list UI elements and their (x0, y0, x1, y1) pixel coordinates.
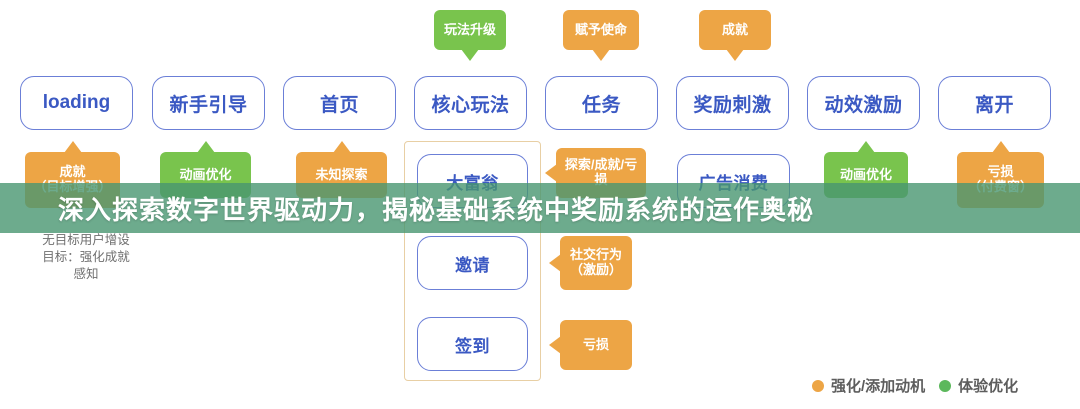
flow-node-onboarding-label: 新手引导 (169, 94, 248, 116)
annotation-note: 无目标用户增设 目标：强化成就 感知 (42, 233, 130, 281)
tag-above-0: 玩法升级 (434, 10, 506, 61)
legend-item-motivation: 强化/添加动机 (812, 375, 925, 396)
flow-node-motion-incentive[interactable]: 动效激励 (807, 76, 920, 130)
tag-side-2: 亏损 (549, 320, 632, 370)
pointer-left-icon (549, 254, 561, 272)
tag-below-1-label: 动画优化 (179, 166, 232, 182)
flow-node-reward-stimulus-label: 奖励刺激 (693, 94, 772, 116)
flow-node-exit[interactable]: 离开 (938, 76, 1051, 130)
flow-node-core-gameplay-label: 核心玩法 (431, 94, 510, 116)
group-node-invite[interactable]: 邀请 (417, 236, 528, 290)
pointer-up-icon (332, 141, 351, 153)
legend-item-motivation-label: 强化/添加动机 (831, 378, 926, 395)
pointer-up-icon (196, 141, 215, 153)
tag-above-2-label: 成就 (721, 21, 748, 37)
group-container (404, 141, 541, 381)
legend: 强化/添加动机 体验优化 (812, 375, 1018, 396)
tag-above-2: 成就 (699, 10, 771, 61)
title-banner-text: 深入探索数字世界驱动力，揭秘基础系统中奖励系统的运作奥秘 (58, 194, 815, 225)
group-node-checkin-label: 签到 (455, 336, 490, 356)
pointer-up-icon (991, 141, 1010, 153)
flow-node-loading[interactable]: loading (20, 76, 133, 130)
pointer-up-icon (63, 141, 82, 153)
legend-item-experience-label: 体验优化 (958, 378, 1019, 395)
flow-node-motion-incentive-label: 动效激励 (824, 94, 903, 116)
flow-node-loading-label: loading (42, 92, 111, 113)
tag-side-1-label: 社交行为 （激励） (569, 247, 622, 277)
title-banner: 深入探索数字世界驱动力，揭秘基础系统中奖励系统的运作奥秘 (0, 183, 1080, 233)
flow-node-onboarding[interactable]: 新手引导 (152, 76, 265, 130)
pointer-left-icon (545, 164, 557, 182)
flow-node-home[interactable]: 首页 (283, 76, 396, 130)
pointer-down-icon (461, 49, 479, 61)
group-node-checkin[interactable]: 签到 (417, 317, 528, 371)
pointer-down-icon (726, 49, 744, 61)
tag-above-0-label: 玩法升级 (443, 21, 496, 37)
flow-node-exit-label: 离开 (974, 94, 1014, 116)
tag-above-1: 赋予使命 (563, 10, 639, 61)
flow-node-home-label: 首页 (319, 94, 359, 116)
legend-dot-icon (939, 379, 952, 392)
tag-below-2-label: 未知探索 (315, 166, 368, 182)
pointer-down-icon (592, 49, 610, 61)
flow-node-core-gameplay[interactable]: 核心玩法 (414, 76, 527, 130)
legend-dot-icon (812, 379, 824, 392)
tag-side-1: 社交行为 （激励） (549, 236, 632, 290)
flow-node-reward-stimulus[interactable]: 奖励刺激 (676, 76, 789, 130)
legend-item-experience: 体验优化 (939, 375, 1018, 396)
flow-node-task-label: 任务 (581, 94, 621, 116)
pointer-up-icon (857, 141, 875, 153)
pointer-left-icon (549, 336, 561, 354)
flow-node-task[interactable]: 任务 (545, 76, 658, 130)
group-node-invite-label: 邀请 (455, 255, 490, 275)
tag-above-1-label: 赋予使命 (574, 21, 627, 37)
tag-side-2-label: 亏损 (582, 336, 609, 352)
tag-below-3-label: 动画优化 (839, 166, 892, 182)
